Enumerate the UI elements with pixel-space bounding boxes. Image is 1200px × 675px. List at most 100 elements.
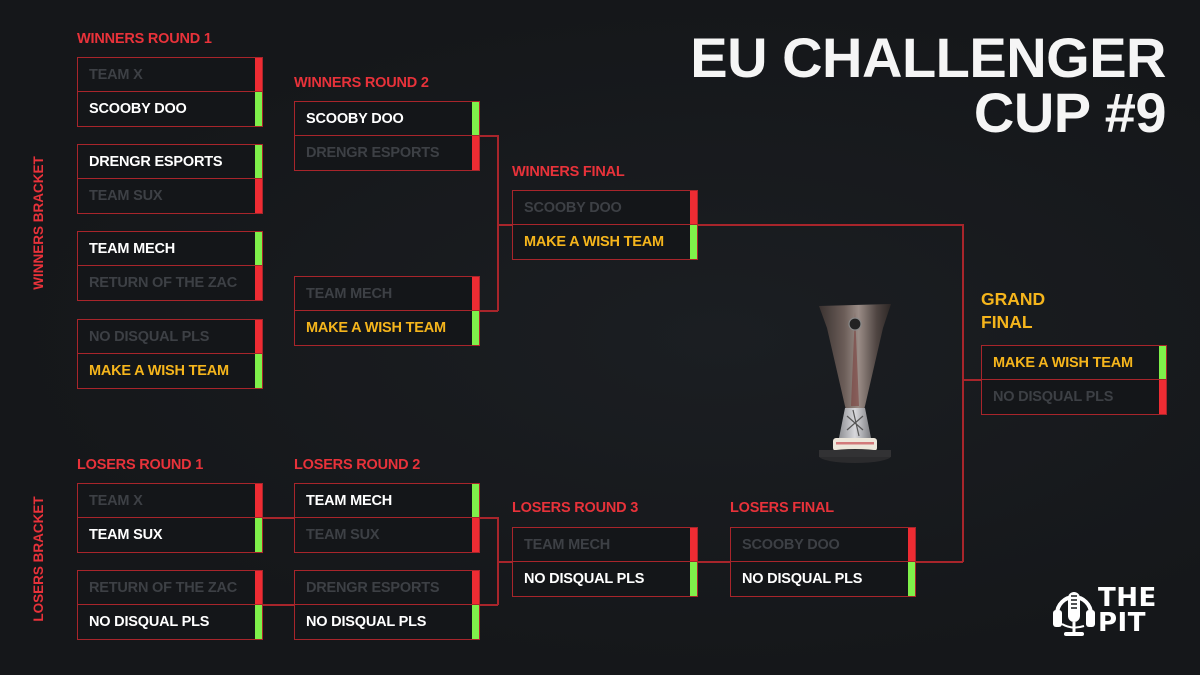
win-indicator [908,562,915,596]
team-slot[interactable]: TEAM X [77,57,263,93]
team-name: MAKE A WISH TEAM [89,363,229,379]
team-slot[interactable]: TEAM SUX [77,178,263,214]
win-indicator [255,354,262,388]
win-indicator [472,484,479,518]
team-name: SCOOBY DOO [89,101,187,117]
loss-indicator [690,191,697,225]
team-slot[interactable]: TEAM MECH [294,276,480,312]
team-name: NO DISQUAL PLS [306,614,427,630]
team-slot[interactable]: SCOOBY DOO [294,101,480,137]
match-wr1-2[interactable]: DRENGR ESPORTS TEAM SUX [77,144,263,214]
match-wr1-1[interactable]: TEAM X SCOOBY DOO [77,57,263,127]
win-indicator [472,102,479,136]
team-name: TEAM MECH [306,493,393,509]
connector-line [262,604,295,606]
match-lr2-1[interactable]: TEAM MECH TEAM SUX [294,483,480,553]
win-indicator [1159,346,1166,380]
win-indicator [690,225,697,259]
team-slot[interactable]: SCOOBY DOO [512,190,698,226]
team-slot[interactable]: MAKE A WISH TEAM [294,310,480,346]
team-slot[interactable]: NO DISQUAL PLS [77,319,263,355]
loss-indicator [472,136,479,170]
team-slot[interactable]: RETURN OF THE ZAC [77,570,263,606]
connector-line [497,561,513,563]
match-lr1-2[interactable]: RETURN OF THE ZAC NO DISQUAL PLS [77,570,263,640]
team-name: MAKE A WISH TEAM [306,320,446,336]
loss-indicator [255,179,262,213]
match-lr3[interactable]: TEAM MECH NO DISQUAL PLS [512,527,698,597]
connector-line [497,135,499,311]
win-indicator [690,562,697,596]
team-slot[interactable]: SCOOBY DOO [77,91,263,127]
team-slot[interactable]: TEAM X [77,483,263,519]
team-slot[interactable]: SCOOBY DOO [730,527,916,563]
loss-indicator [255,484,262,518]
team-slot[interactable]: TEAM SUX [77,517,263,553]
team-name: MAKE A WISH TEAM [524,234,664,250]
team-name: RETURN OF THE ZAC [89,580,238,596]
match-losers-final[interactable]: SCOOBY DOO NO DISQUAL PLS [730,527,916,597]
team-name: NO DISQUAL PLS [524,571,645,587]
win-indicator [255,145,262,179]
team-slot[interactable]: TEAM SUX [294,517,480,553]
team-name: NO DISQUAL PLS [742,571,863,587]
loss-indicator [690,528,697,562]
match-lr2-2[interactable]: DRENGR ESPORTS NO DISQUAL PLS [294,570,480,640]
logo-line-2: PIT [1098,608,1146,638]
tournament-title: EU CHALLENGER CUP #9 [690,30,1167,144]
team-slot[interactable]: DRENGR ESPORTS [294,570,480,606]
win-indicator [255,92,262,126]
title-line-2: CUP #9 [973,81,1167,144]
team-name: DRENGR ESPORTS [306,145,440,161]
team-slot[interactable]: MAKE A WISH TEAM [512,224,698,260]
team-name: TEAM MECH [89,241,176,257]
team-name: TEAM SUX [89,527,163,543]
team-slot[interactable]: RETURN OF THE ZAC [77,265,263,301]
team-slot[interactable]: MAKE A WISH TEAM [981,345,1167,381]
team-name: DRENGR ESPORTS [306,580,440,596]
connector-line [697,224,963,226]
team-name: RETURN OF THE ZAC [89,275,238,291]
team-slot[interactable]: NO DISQUAL PLS [294,604,480,640]
team-slot[interactable]: DRENGR ESPORTS [77,144,263,180]
connector-line [915,561,963,563]
match-winners-final[interactable]: SCOOBY DOO MAKE A WISH TEAM [512,190,698,260]
team-slot[interactable]: NO DISQUAL PLS [981,379,1167,415]
team-slot[interactable]: DRENGR ESPORTS [294,135,480,171]
connector-line [962,379,982,381]
team-slot[interactable]: NO DISQUAL PLS [77,604,263,640]
round-label-losers-round-2: LOSERS ROUND 2 [294,457,421,473]
match-wr2-1[interactable]: SCOOBY DOO DRENGR ESPORTS [294,101,480,171]
round-label-grand-final: GRAND FINAL [981,288,1101,334]
connector-line [962,224,964,562]
team-slot[interactable]: TEAM MECH [294,483,480,519]
team-name: NO DISQUAL PLS [89,329,210,345]
match-lr1-1[interactable]: TEAM X TEAM SUX [77,483,263,553]
win-indicator [255,232,262,266]
team-name: TEAM SUX [89,188,163,204]
team-slot[interactable]: NO DISQUAL PLS [512,561,698,597]
team-slot[interactable]: NO DISQUAL PLS [730,561,916,597]
win-indicator [472,311,479,345]
connector-line [697,561,731,563]
logo-line-1: THE [1098,583,1157,613]
match-wr2-2[interactable]: TEAM MECH MAKE A WISH TEAM [294,276,480,346]
match-wr1-3[interactable]: TEAM MECH RETURN OF THE ZAC [77,231,263,301]
team-slot[interactable]: MAKE A WISH TEAM [77,353,263,389]
match-wr1-4[interactable]: NO DISQUAL PLS MAKE A WISH TEAM [77,319,263,389]
grand-final-line-1: GRAND [981,289,1046,309]
loss-indicator [255,320,262,354]
loss-indicator [255,58,262,92]
round-label-losers-round-1: LOSERS ROUND 1 [77,457,204,473]
trophy-icon [819,304,891,463]
win-indicator [255,518,262,552]
team-name: TEAM MECH [306,286,393,302]
team-name: SCOOBY DOO [742,537,840,553]
team-slot[interactable]: TEAM MECH [512,527,698,563]
team-slot[interactable]: TEAM MECH [77,231,263,267]
loss-indicator [472,277,479,311]
match-grand-final[interactable]: MAKE A WISH TEAM NO DISQUAL PLS [981,345,1167,415]
connector-line [479,517,498,519]
team-name: TEAM X [89,67,143,83]
